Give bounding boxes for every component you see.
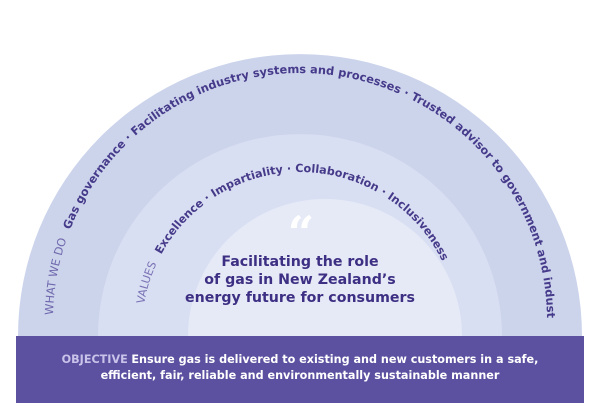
central-statement-line: of gas in New Zealand’s: [204, 272, 396, 288]
objective-statement: OBJECTIVE Ensure gas is delivered to exi…: [40, 352, 560, 384]
objective-line-1: Ensure gas is delivered to existing and …: [131, 353, 539, 366]
objective-label: OBJECTIVE: [61, 353, 128, 366]
objective-band: [16, 336, 584, 403]
objective-line: OBJECTIVE Ensure gas is delivered to exi…: [40, 352, 560, 368]
quote-icon: “: [287, 206, 315, 260]
inner-dome: [188, 199, 462, 336]
central-statement: Facilitating the role of gas in New Zeal…: [170, 253, 430, 307]
central-statement-line: energy future for consumers: [185, 290, 415, 306]
objective-line-2: efficient, fair, reliable and environmen…: [100, 369, 500, 382]
central-statement-line: Facilitating the role: [221, 254, 379, 270]
